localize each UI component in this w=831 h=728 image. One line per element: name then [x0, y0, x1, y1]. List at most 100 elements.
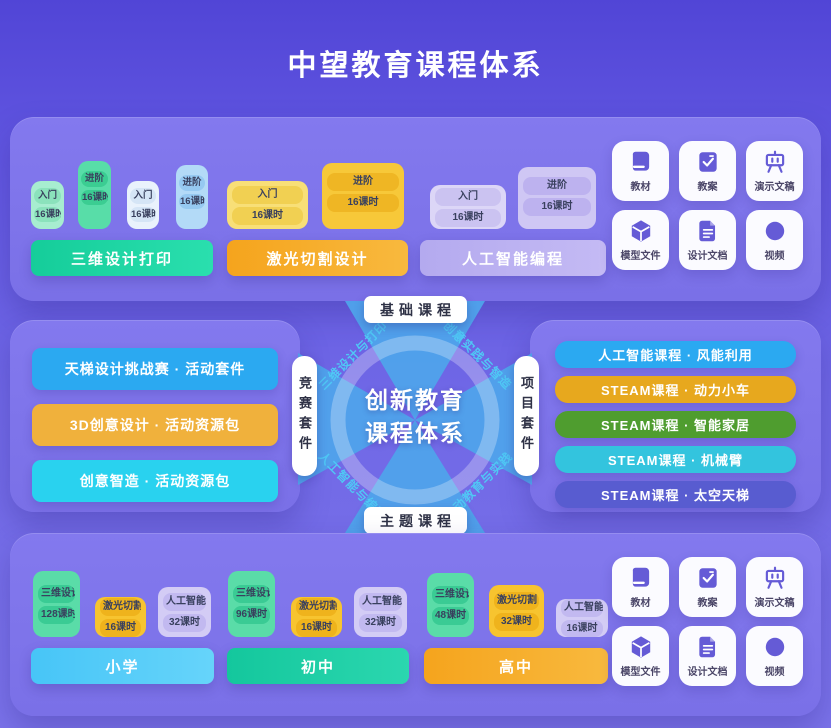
resource-card-textbook[interactable]: 教材: [612, 557, 669, 617]
grade-button-middle[interactable]: 初中: [227, 648, 409, 684]
course-name: 激光切割: [296, 597, 337, 616]
course-name: 三维设计: [432, 585, 469, 604]
resource-label: 视频: [764, 667, 785, 678]
resource-card-lesson-plan[interactable]: 教案: [679, 557, 736, 617]
course-hours-block: 人工智能 16课时: [556, 599, 608, 637]
resource-label: 模型文件: [620, 251, 661, 262]
hours-label: 16课时: [296, 618, 337, 637]
basic-courses-panel: 入门 16课时 进阶 16课时 入门 16课时 进阶 16课时 三维设计打印 入…: [10, 117, 821, 301]
project-kit-pill: 项目套件: [514, 356, 539, 476]
competition-item[interactable]: 3D创意设计 · 活动资源包: [32, 404, 278, 446]
level-tag: 进阶: [179, 175, 205, 191]
level-tag: 入门: [130, 188, 156, 204]
book-icon: [628, 565, 654, 591]
course-name: 人工智能: [359, 592, 402, 611]
clipboard-check-icon: [695, 565, 721, 591]
level-tag: 进阶: [81, 171, 108, 187]
course-name: 激光切割: [100, 597, 141, 616]
resource-label: 教材: [630, 598, 651, 609]
course-name: 三维设计: [233, 584, 270, 603]
hours-label: 16课时: [34, 206, 61, 222]
level-tag: 入门: [34, 188, 61, 204]
hours-label: 32课时: [494, 612, 539, 631]
course-hours-block: 激光切割 32课时: [489, 585, 544, 637]
level-tag: 进阶: [523, 177, 591, 195]
grade-button-high[interactable]: 高中: [424, 648, 608, 684]
diagram-title-line2: 课程体系: [365, 419, 465, 446]
resource-card-video[interactable]: 视频: [746, 626, 803, 686]
course-hours-block: 三维设计 48课时: [427, 573, 474, 637]
course-button-ai-programming[interactable]: 人工智能编程: [420, 240, 606, 276]
resource-label: 演示文稿: [754, 598, 795, 609]
course-name: 激光切割: [494, 591, 539, 610]
competition-item[interactable]: 天梯设计挑战赛 · 活动套件: [32, 348, 278, 390]
resource-card-model-file[interactable]: 模型文件: [612, 210, 669, 270]
easel-icon: [762, 565, 788, 591]
hours-label: 16课时: [561, 619, 603, 637]
cube-icon: [628, 218, 654, 244]
clipboard-check-icon: [695, 149, 721, 175]
course-hours-block: 人工智能 32课时: [158, 587, 211, 637]
course-hours-block: 三维设计 128课时: [33, 571, 80, 637]
project-item[interactable]: STEAM课程 · 智能家居: [555, 411, 796, 438]
hours-label: 48课时: [432, 606, 469, 625]
diagram-title-line1: 创新教育: [365, 386, 465, 413]
easel-icon: [762, 149, 788, 175]
diagram-title: 创新教育 课程体系: [365, 384, 465, 450]
resource-card-video[interactable]: 视频: [746, 210, 803, 270]
course-name: 三维设计: [38, 584, 75, 603]
course-hours-block: 激光切割 16课时: [291, 597, 342, 637]
course-level-block: 入门 16课时: [127, 181, 159, 229]
resource-card-model-file[interactable]: 模型文件: [612, 626, 669, 686]
hours-label: 16课时: [179, 193, 205, 209]
resource-card-design-doc[interactable]: 设计文档: [679, 210, 736, 270]
page-title: 中望教育课程体系: [287, 50, 544, 82]
project-panel: 人工智能课程 · 风能利用 STEAM课程 · 动力小车 STEAM课程 · 智…: [530, 320, 821, 512]
resource-label: 教案: [697, 182, 718, 193]
competition-kit-pill-label: 竞赛套件: [297, 376, 312, 456]
course-button-3d-design-print[interactable]: 三维设计打印: [31, 240, 213, 276]
grade-courses-panel: 三维设计 128课时 激光切割 16课时 人工智能 32课时 小学 三维设计 9…: [10, 533, 821, 716]
project-item[interactable]: STEAM课程 · 太空天梯: [555, 481, 796, 508]
grade-button-primary[interactable]: 小学: [31, 648, 214, 684]
document-icon: [695, 218, 721, 244]
resource-label: 教材: [630, 182, 651, 193]
level-tag: 入门: [435, 187, 501, 206]
resource-label: 视频: [764, 251, 785, 262]
course-name: 人工智能: [163, 592, 206, 611]
resource-card-lesson-plan[interactable]: 教案: [679, 141, 736, 201]
video-circle-icon: [762, 634, 788, 660]
resource-label: 教案: [697, 598, 718, 609]
project-item[interactable]: 人工智能课程 · 风能利用: [555, 341, 796, 368]
hours-label: 16课时: [81, 189, 108, 205]
hours-label: 96课时: [233, 605, 270, 624]
resource-card-presentation[interactable]: 演示文稿: [746, 557, 803, 617]
hours-label: 16课时: [130, 206, 156, 222]
project-item[interactable]: STEAM课程 · 机械臂: [555, 446, 796, 473]
course-level-block: 进阶 16课时: [78, 161, 111, 229]
course-level-block: 进阶 16课时: [176, 165, 208, 229]
competition-item[interactable]: 创意智造 · 活动资源包: [32, 460, 278, 502]
resource-card-design-doc[interactable]: 设计文档: [679, 626, 736, 686]
course-hours-block: 三维设计 96课时: [228, 571, 275, 637]
competition-panel: 天梯设计挑战赛 · 活动套件 3D创意设计 · 活动资源包 创意智造 · 活动资…: [10, 320, 300, 512]
resource-label: 设计文档: [687, 251, 728, 262]
project-item[interactable]: STEAM课程 · 动力小车: [555, 376, 796, 403]
course-level-block: 进阶 16课时: [518, 167, 596, 229]
hours-label: 16课时: [232, 206, 303, 225]
video-circle-icon: [762, 218, 788, 244]
hours-label: 16课时: [523, 198, 591, 216]
resource-card-textbook[interactable]: 教材: [612, 141, 669, 201]
hours-label: 32课时: [359, 613, 402, 632]
diagram-rays: [298, 301, 532, 533]
course-level-block: 入门 16课时: [31, 181, 64, 229]
course-level-block: 入门 16课时: [227, 181, 308, 229]
course-name: 人工智能: [561, 599, 603, 617]
hours-label: 16课时: [100, 618, 141, 637]
course-hours-block: 人工智能 32课时: [354, 587, 407, 637]
resource-label: 模型文件: [620, 667, 661, 678]
hours-label: 32课时: [163, 613, 206, 632]
resource-card-presentation[interactable]: 演示文稿: [746, 141, 803, 201]
level-tag: 进阶: [327, 173, 399, 191]
course-button-laser-cut-design[interactable]: 激光切割设计: [227, 240, 408, 276]
